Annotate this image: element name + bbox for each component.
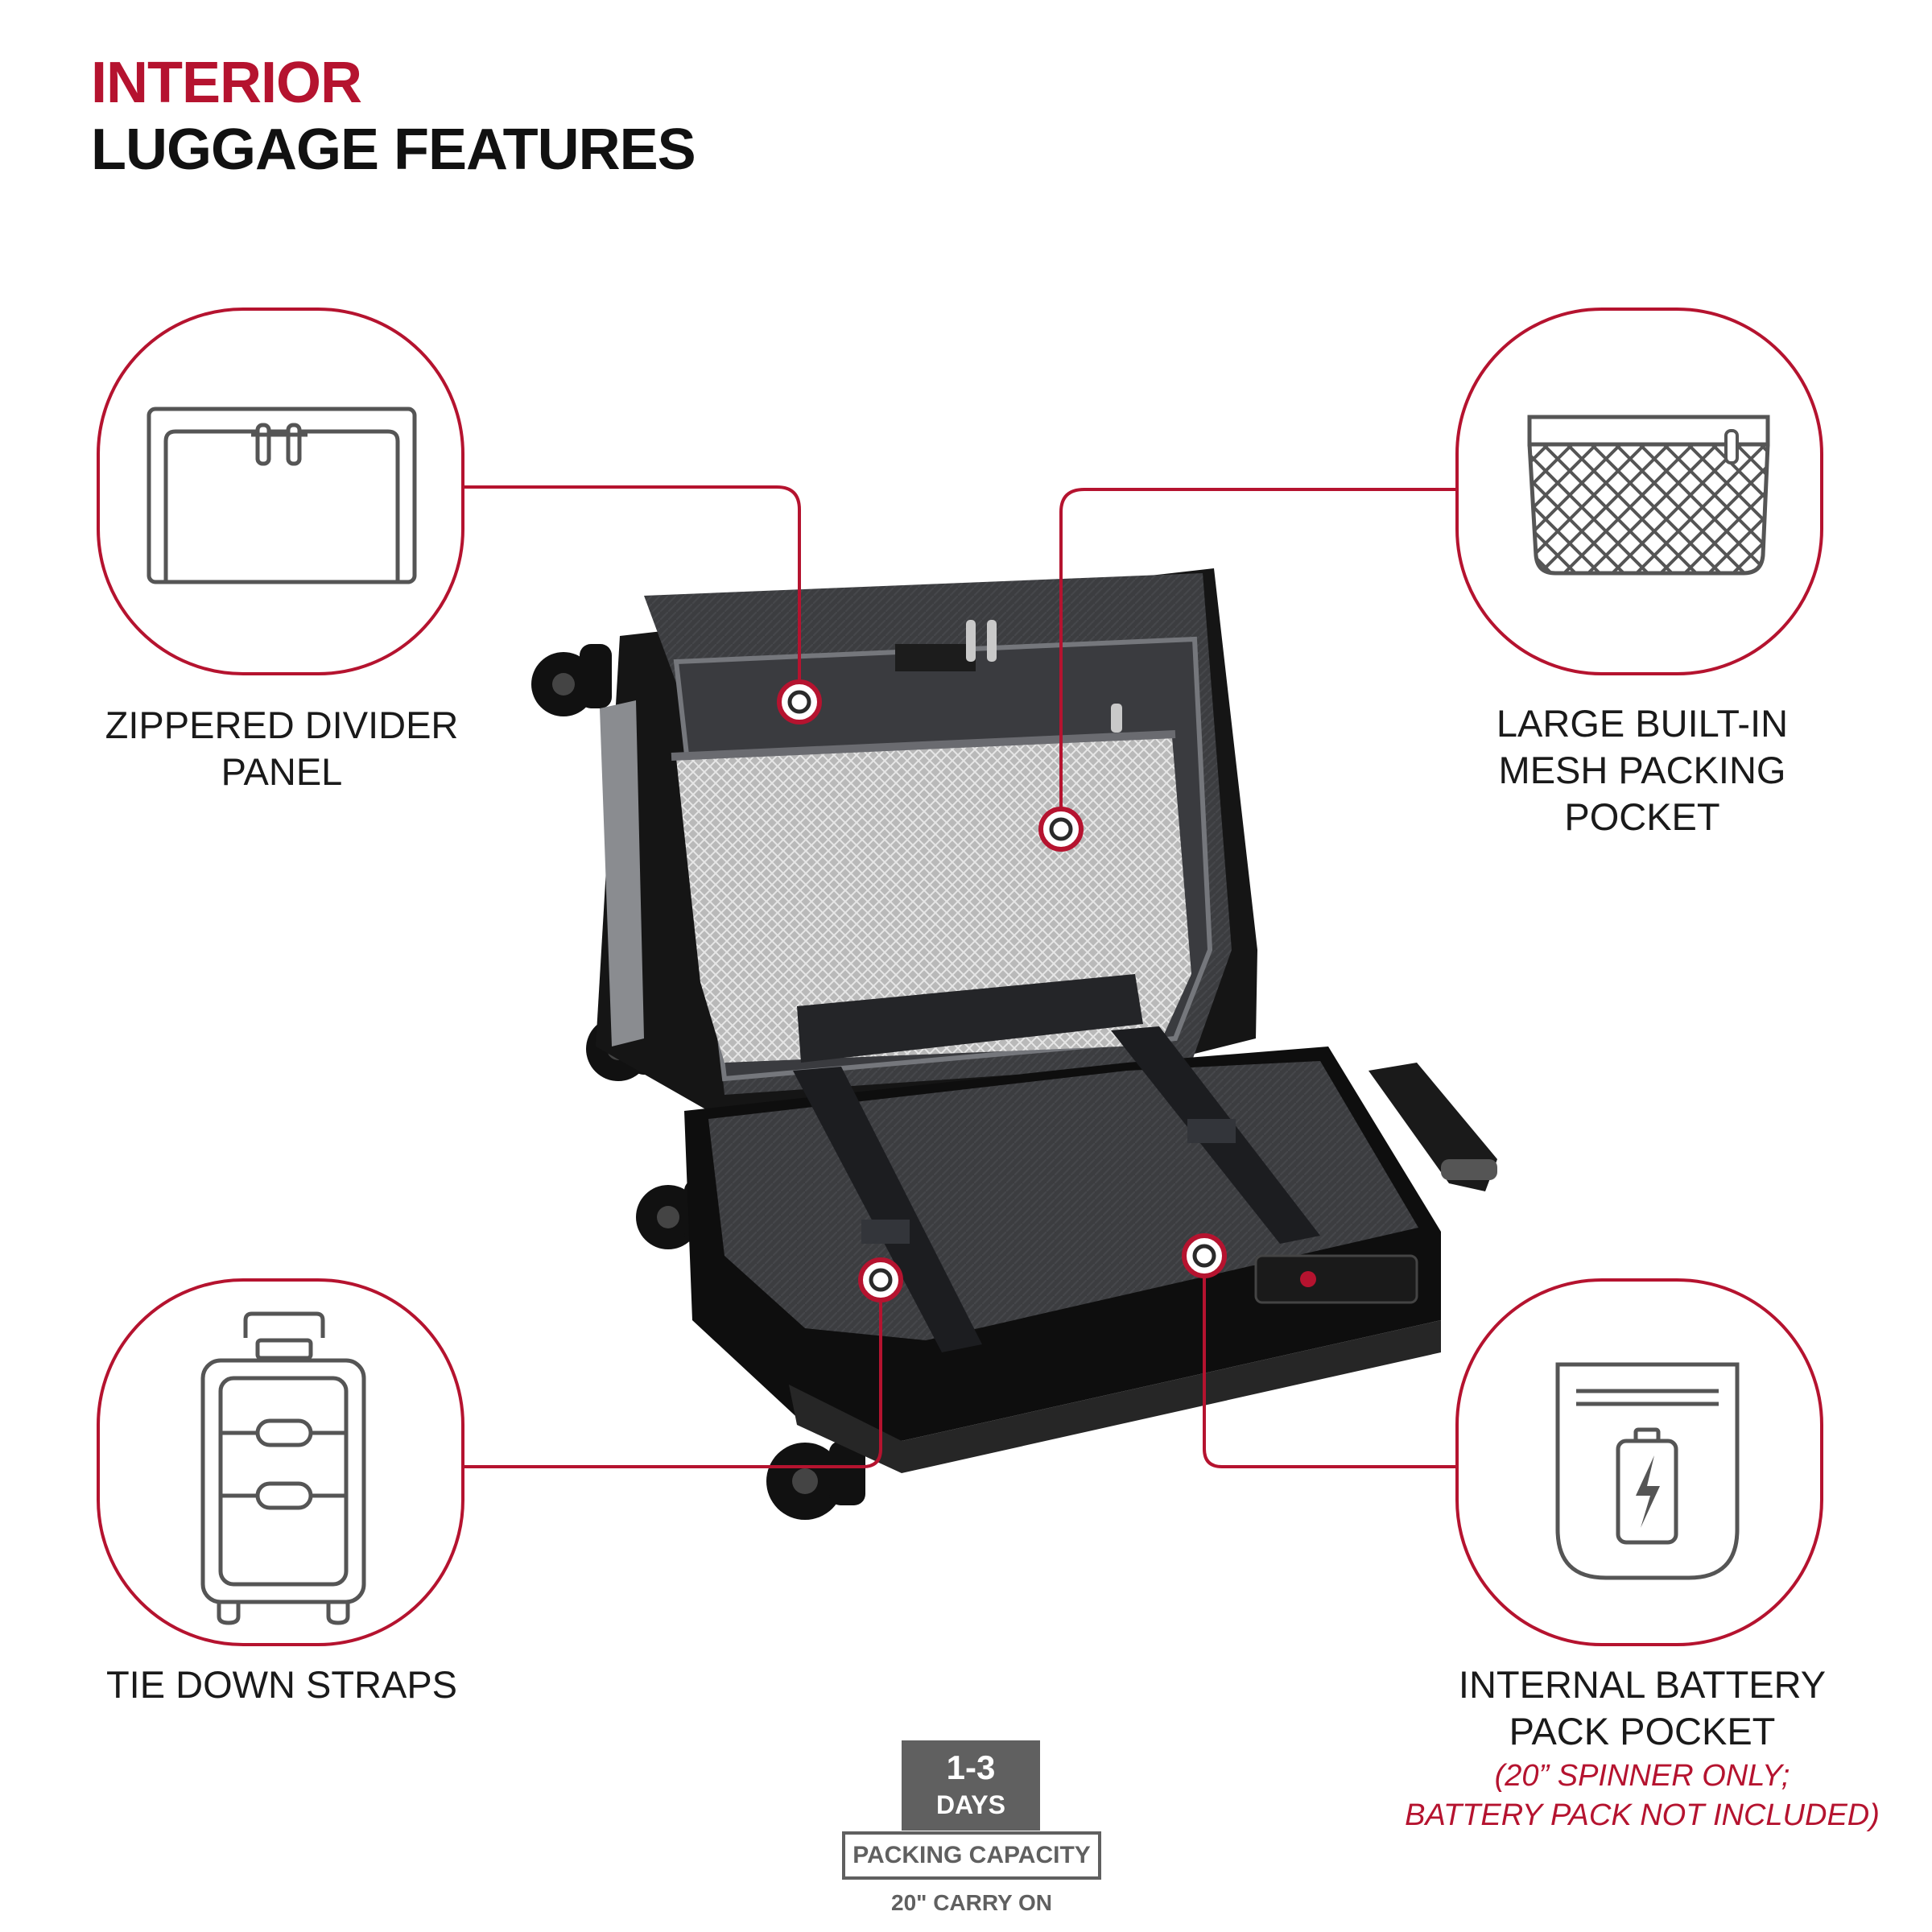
label-battery-line1: INTERNAL BATTERY — [1458, 1663, 1827, 1706]
label-mesh-line2: MESH PACKING — [1498, 749, 1786, 791]
hotspot-mesh[interactable] — [1038, 807, 1084, 852]
hotspot-battery[interactable] — [1182, 1233, 1227, 1278]
label-zippered-divider: ZIPPERED DIVIDER PANEL — [105, 704, 459, 793]
label-mesh-line3: POCKET — [1564, 795, 1720, 838]
battery-pocket-icon — [1555, 1362, 1740, 1580]
heading-interior: INTERIOR — [91, 51, 362, 115]
capacity-size: 20" CARRY ON — [891, 1890, 1052, 1915]
battery-note-line1: (20” SPINNER ONLY; — [1494, 1759, 1790, 1793]
zippered-divider-icon — [147, 407, 417, 584]
heading-luggage-features: LUGGAGE FEATURES — [91, 118, 696, 182]
label-tie-down-straps: TIE DOWN STRAPS — [105, 1663, 458, 1706]
tie-down-straps-icon — [200, 1311, 366, 1625]
capacity-badge: 1-3 DAYS — [902, 1740, 1040, 1831]
capacity-label: PACKING CAPACITY — [842, 1831, 1101, 1880]
frame-divider — [97, 308, 464, 675]
capacity-unit: DAYS — [936, 1790, 1005, 1819]
battery-note: (20” SPINNER ONLY; BATTERY PACK NOT INCL… — [1385, 1757, 1900, 1835]
mesh-pocket-icon — [1527, 415, 1770, 576]
label-battery-pocket: INTERNAL BATTERY PACK POCKET — [1433, 1662, 1852, 1755]
label-mesh-pocket: LARGE BUILT-IN MESH PACKING POCKET — [1433, 700, 1852, 840]
label-battery-line2: PACK POCKET — [1509, 1710, 1776, 1752]
frame-mesh — [1455, 308, 1823, 675]
suitcase-photo — [531, 568, 1497, 1520]
label-mesh-line1: LARGE BUILT-IN — [1496, 702, 1789, 745]
capacity-range: 1-3 — [946, 1748, 996, 1786]
hotspot-straps[interactable] — [858, 1257, 903, 1302]
frame-straps — [97, 1278, 464, 1646]
hotspot-divider[interactable] — [777, 679, 822, 724]
frame-battery — [1455, 1278, 1823, 1646]
battery-note-line2: BATTERY PACK NOT INCLUDED) — [1405, 1798, 1880, 1832]
